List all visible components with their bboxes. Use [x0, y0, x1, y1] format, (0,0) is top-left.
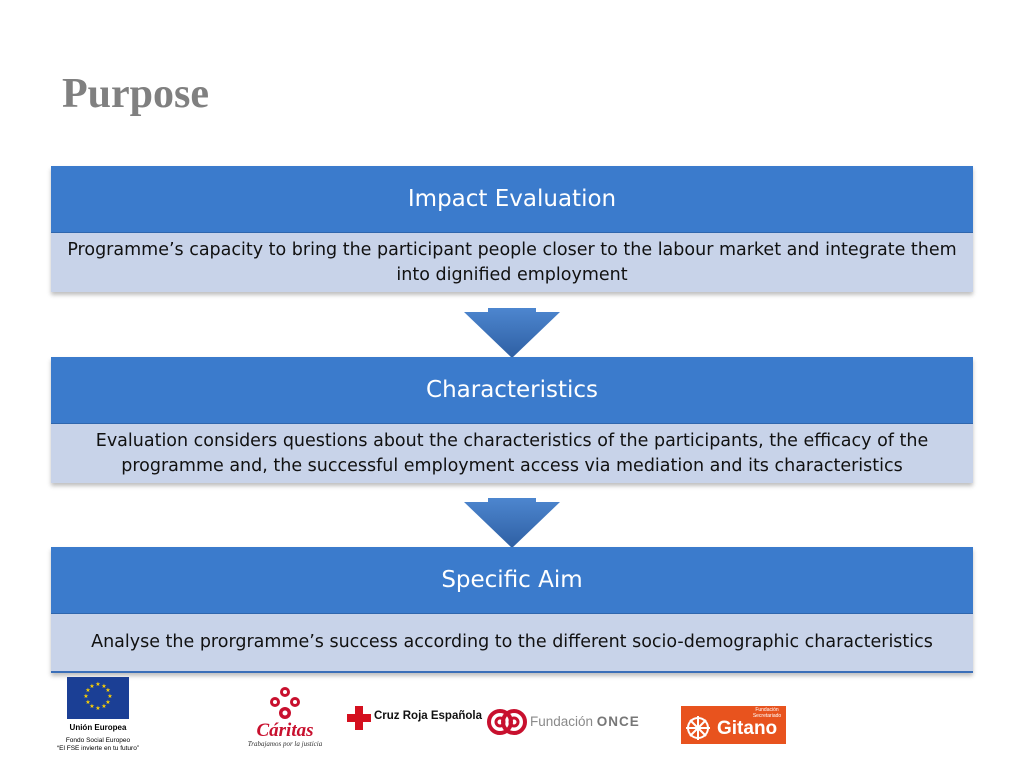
svg-text:★: ★: [95, 681, 100, 688]
caritas-name: Cáritas: [256, 720, 314, 741]
gitano-logo: [681, 706, 786, 744]
svg-text:★: ★: [101, 703, 106, 710]
svg-text:★: ★: [105, 699, 110, 706]
block-heading: Impact Evaluation: [51, 166, 973, 233]
eu-name: Unión Europea: [69, 723, 127, 732]
characteristics-block: Characteristics Evaluation considers que…: [51, 357, 973, 483]
specific-aim-block: Specific Aim Analyse the prorgramme’s su…: [51, 547, 973, 673]
fundacion-once-name: Fundación ONCE: [530, 714, 640, 729]
block-description: Programme’s capacity to bring the partic…: [51, 233, 973, 292]
block-description: Analyse the prorgramme’s success accordi…: [51, 614, 973, 673]
red-cross-icon: [347, 706, 371, 730]
block-heading: Characteristics: [51, 357, 973, 424]
down-arrow-icon: [464, 498, 560, 548]
impact-evaluation-block: Impact Evaluation Programme’s capacity t…: [51, 166, 973, 292]
svg-text:★: ★: [83, 693, 88, 700]
gitano-wheel-icon: [686, 716, 710, 740]
svg-text:★: ★: [107, 693, 112, 700]
cruz-roja-name: Cruz Roja Española: [374, 710, 482, 722]
once-name-bold: ONCE: [596, 714, 640, 729]
block-description: Evaluation considers questions about the…: [51, 424, 973, 483]
eu-flag-logo: ★★★ ★★★ ★★★ ★★★: [67, 677, 129, 719]
svg-text:★: ★: [101, 683, 106, 690]
eu-fund: Fondo Social Europeo: [65, 737, 131, 744]
svg-text:★: ★: [85, 687, 90, 694]
block-heading: Specific Aim: [51, 547, 973, 614]
svg-text:★: ★: [105, 687, 110, 694]
down-arrow-icon: [464, 308, 560, 358]
svg-text:★: ★: [89, 703, 94, 710]
eu-stars-icon: ★★★ ★★★ ★★★ ★★★: [83, 681, 112, 712]
eu-motto: “El FSE invierte en tu futuro”: [56, 745, 139, 752]
svg-text:★: ★: [95, 705, 100, 712]
svg-text:★: ★: [89, 683, 94, 690]
gitano-name: Gitano: [717, 718, 778, 739]
slide-title: Purpose: [62, 71, 209, 117]
svg-text:★: ★: [85, 699, 90, 706]
once-name-light: Fundación: [530, 714, 597, 729]
gitano-small-text: Fundación Secretariado: [752, 707, 782, 719]
caritas-cross-icon: [270, 687, 300, 719]
once-rings-icon: [487, 709, 527, 735]
caritas-tagline: Trabajamos por la justicia: [247, 740, 323, 748]
